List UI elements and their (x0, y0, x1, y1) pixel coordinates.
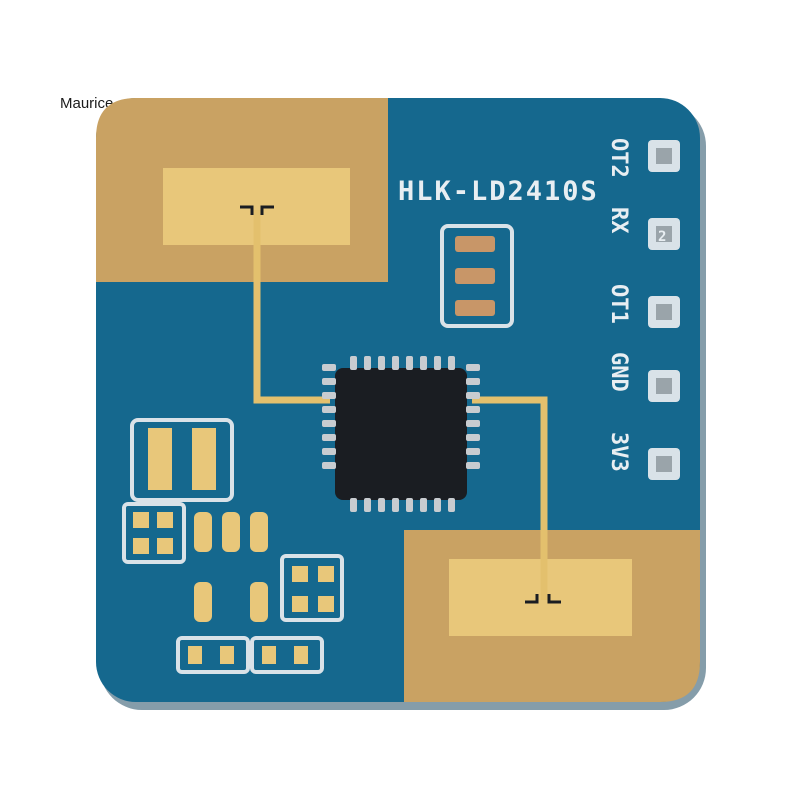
pin-label-3v3: 3V3 (606, 432, 631, 472)
chip-pin (448, 356, 455, 370)
power-components (122, 418, 344, 674)
chip-pin (392, 498, 399, 512)
chip-pin (420, 498, 427, 512)
chip-pin (466, 364, 480, 371)
antenna-trace-bottom (472, 396, 548, 600)
chip-pin (392, 356, 399, 370)
chip-pin (406, 498, 413, 512)
pin-label-rx: RX (606, 207, 631, 234)
chip-pin (466, 392, 480, 399)
chip-pin (466, 462, 480, 469)
chip-pin (466, 420, 480, 427)
chip-pin (364, 356, 371, 370)
chip-pin (322, 378, 336, 385)
chip-pin (322, 364, 336, 371)
chip-pin (466, 448, 480, 455)
chip-pin (322, 392, 336, 399)
pin-label-gnd: GND (606, 352, 631, 392)
chip-pin (466, 406, 480, 413)
pin-label-ot1: OT1 (606, 284, 631, 324)
antenna-trace-top (253, 210, 330, 404)
chip-pin (378, 356, 385, 370)
chip-pin (322, 462, 336, 469)
chip-pin (448, 498, 455, 512)
chip-pin (406, 356, 413, 370)
passive-components-top (440, 224, 514, 328)
chip-pin (350, 498, 357, 512)
chip-pin (322, 434, 336, 441)
chip-pin (322, 406, 336, 413)
pin-header: OT2 RX OT1 GND 3V3 2 (606, 138, 680, 480)
chip-pin (434, 356, 441, 370)
chip-pin (350, 356, 357, 370)
chip-pin (322, 448, 336, 455)
chip-pin (420, 356, 427, 370)
chip-pin (466, 378, 480, 385)
model-label: HLK-LD2410S (398, 176, 599, 207)
chip-pin (466, 434, 480, 441)
chip-pin (378, 498, 385, 512)
chip-pin (364, 498, 371, 512)
pin-number-2: 2 (658, 229, 666, 245)
radar-chip (322, 356, 480, 512)
chip-pin (322, 420, 336, 427)
chip-pin (434, 498, 441, 512)
pin-label-ot2: OT2 (606, 138, 631, 178)
